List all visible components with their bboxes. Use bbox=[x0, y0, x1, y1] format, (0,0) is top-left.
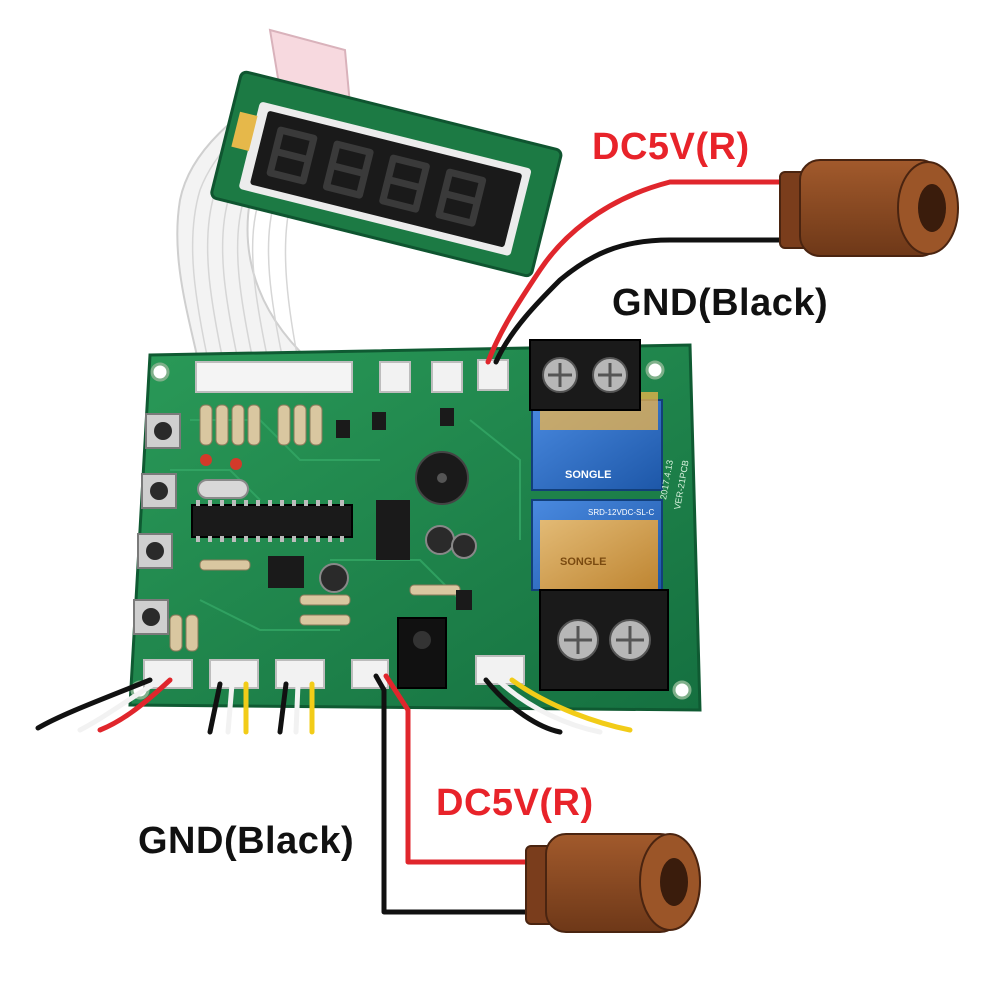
led-display-board bbox=[210, 70, 563, 278]
screw-terminal-bottom bbox=[539, 589, 669, 691]
microcontroller-chip bbox=[191, 504, 353, 538]
top-sensor-wires bbox=[485, 179, 793, 365]
mounting-hole bbox=[150, 362, 170, 382]
header-connector bbox=[379, 361, 411, 393]
tactile-buttons bbox=[133, 413, 181, 635]
voltage-regulator bbox=[376, 500, 410, 560]
screw-terminal-top bbox=[529, 339, 641, 411]
transistor bbox=[372, 412, 386, 430]
capacitor bbox=[230, 458, 242, 470]
capacitor bbox=[200, 454, 212, 466]
ir-sensor-bottom bbox=[525, 833, 701, 933]
relay-top: SONGLE bbox=[531, 392, 663, 491]
transistor bbox=[440, 408, 454, 426]
mounting-hole bbox=[672, 680, 692, 700]
transistor bbox=[336, 420, 350, 438]
dc-barrel-jack bbox=[397, 617, 447, 689]
power-connector-top bbox=[477, 359, 509, 391]
electrolytic-capacitor bbox=[319, 563, 349, 593]
mounting-hole bbox=[645, 360, 665, 380]
svg-text:SONGLE: SONGLE bbox=[560, 556, 606, 568]
bottom-sensor-wires bbox=[373, 673, 543, 915]
electrolytic-capacitor bbox=[451, 533, 477, 559]
main-pcb: SONGLE SRD-12VDC-SL-C SONGLE 2017.4.13 V… bbox=[128, 339, 702, 712]
dc5v-label-top: DC5V(R) bbox=[592, 126, 750, 168]
bottom-wires bbox=[35, 677, 633, 735]
relay-bottom: SRD-12VDC-SL-C SONGLE bbox=[531, 499, 663, 591]
svg-text:SONGLE: SONGLE bbox=[565, 469, 611, 481]
ic-chip bbox=[268, 556, 304, 588]
transistor bbox=[456, 590, 472, 610]
gnd-label-bottom: GND(Black) bbox=[138, 820, 355, 862]
dc5v-label-bottom: DC5V(R) bbox=[436, 782, 594, 824]
gnd-label-top: GND(Black) bbox=[612, 282, 829, 324]
electrolytic-capacitor bbox=[425, 525, 455, 555]
ir-sensor-top bbox=[779, 159, 959, 257]
seven-segment-digits bbox=[266, 126, 487, 227]
ribbon-connector bbox=[195, 361, 353, 393]
resistors bbox=[169, 404, 461, 652]
header-connector bbox=[431, 361, 463, 393]
crystal-oscillator bbox=[197, 479, 249, 499]
svg-text:SRD-12VDC-SL-C: SRD-12VDC-SL-C bbox=[588, 508, 654, 517]
